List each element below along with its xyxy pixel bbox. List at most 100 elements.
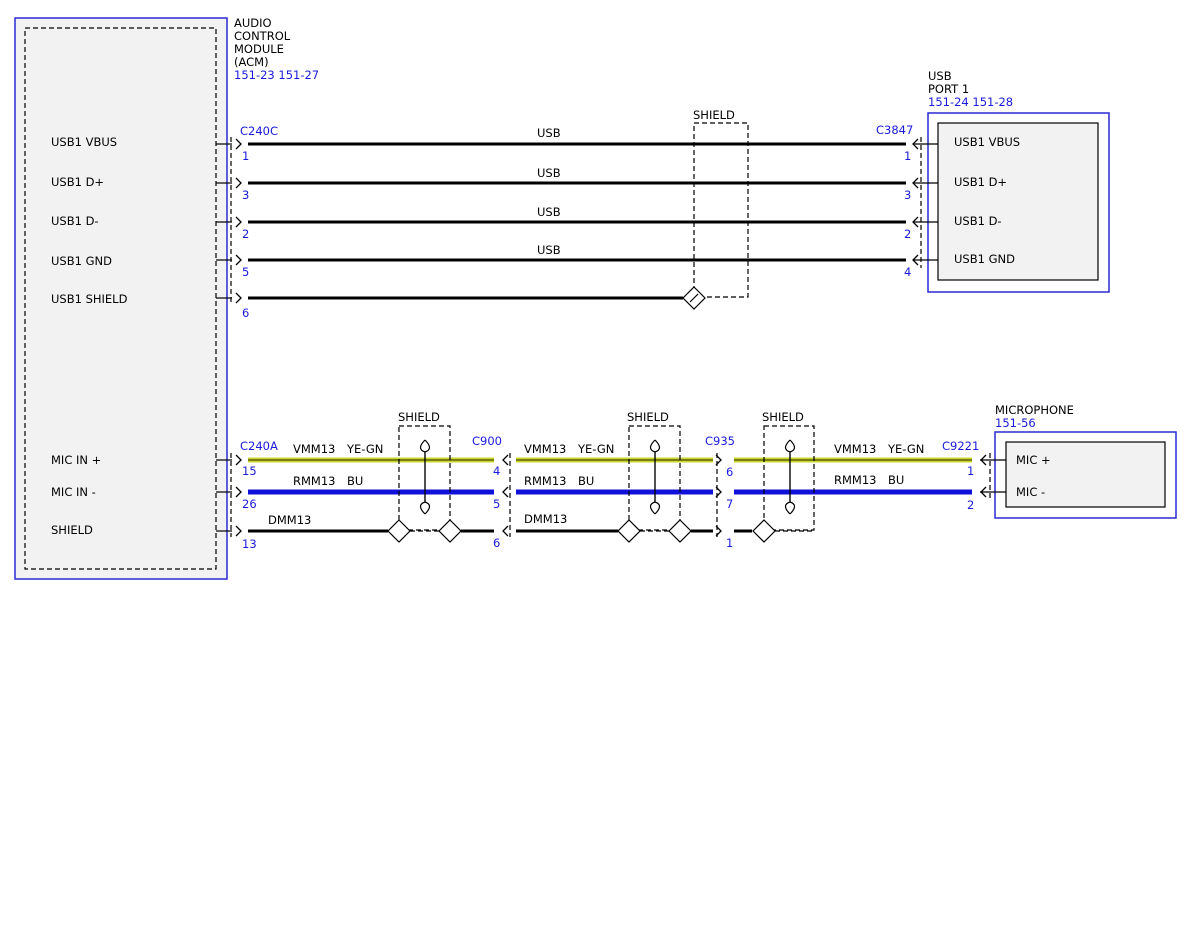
c935-pin-1: 1 (726, 536, 733, 550)
c240a-pin-26: 26 (242, 497, 257, 511)
c935-pin-6: 6 (726, 465, 733, 479)
c3847-pin-2: 2 (904, 227, 911, 241)
mic-shield-1-twist-b (419, 439, 431, 515)
c240c-pin-6: 6 (242, 306, 249, 320)
usb-port-name-line-1: USB (928, 69, 952, 83)
mic-shield-2-twist-b (649, 439, 661, 515)
microphone-refs: 151-56 (995, 416, 1036, 430)
mic-shield-1-drain-left (387, 519, 411, 543)
acm-pin-shield: SHIELD (51, 523, 93, 537)
microphone-module: MICROPHONE 151-56 MIC + MIC - (994, 403, 1177, 519)
c935-pin-1-terminal (715, 525, 722, 537)
c900-pin-5-terminal (502, 486, 509, 498)
mic-shield-3-label: SHIELD (762, 410, 804, 424)
seg1-rmm13-color: BU (347, 474, 363, 488)
mic-shield-1-label: SHIELD (398, 410, 440, 424)
usb-shield-drain-mark (689, 293, 699, 303)
c9221-pin-1: 1 (967, 464, 974, 478)
c240a-pin-13: 13 (242, 537, 257, 551)
c240a-pin-15: 15 (242, 464, 257, 478)
usb-shield-label: SHIELD (693, 108, 735, 122)
mic-shield-3-drain (752, 519, 776, 543)
c240c-pin-3-terminal (235, 177, 242, 189)
c9221-pin-2: 2 (967, 498, 974, 512)
acm-pin-usb1-dplus: USB1 D+ (51, 175, 104, 189)
usb-port-name-line-2: PORT 1 (928, 82, 969, 96)
usb-wire-label-2: USB (537, 166, 561, 180)
c900-pin-4: 4 (493, 464, 500, 478)
seg1-rmm13-circuit: RMM13 (293, 474, 335, 488)
c240c-pin-1: 1 (242, 149, 249, 163)
c935-pin-7-terminal (715, 486, 722, 498)
usb-shield-boundary (693, 122, 749, 298)
mic-shield-2-drain-left (617, 519, 641, 543)
mic-shield-2-drain-right (668, 519, 692, 543)
c900-pin-6-terminal (502, 525, 509, 537)
acm-module: AUDIO CONTROL MODULE (ACM) 151-23 151-27… (14, 16, 319, 580)
acm-inner-boundary (24, 27, 217, 570)
mic-shield-2-label: SHIELD (627, 410, 669, 424)
usb-port-pin-vbus: USB1 VBUS (954, 135, 1020, 149)
c240a-pin-26-terminal (235, 486, 242, 498)
mic-shield-2-boundary (628, 425, 681, 531)
acm-outline (14, 17, 228, 580)
usb-port-pin-dminus: USB1 D- (954, 214, 1002, 228)
usb-wire-label-3: USB (537, 205, 561, 219)
microphone-name: MICROPHONE (995, 403, 1074, 417)
acm-name-line-4: (ACM) (234, 55, 269, 69)
c240a-pin-15-terminal (235, 454, 242, 466)
seg1-dmm13-circuit: DMM13 (268, 513, 311, 527)
acm-pin-usb1-shield: USB1 SHIELD (51, 292, 128, 306)
c240c-pin-6-terminal (235, 292, 242, 304)
c935-label: C935 (705, 434, 735, 448)
c240c-label: C240C (240, 124, 278, 138)
microphone-pin-minus: MIC - (1016, 485, 1045, 499)
c900-pin-6: 6 (493, 536, 500, 550)
c900-pin-4-terminal (502, 454, 509, 466)
seg2-vmm13-color: YE-GN (577, 442, 614, 456)
c900-label: C900 (472, 434, 502, 448)
acm-pin-usb1-dminus: USB1 D- (51, 214, 99, 228)
mic-shield-1-drain-right (438, 519, 462, 543)
c240c-pin-2: 2 (242, 227, 249, 241)
c240c-pin-5-terminal (235, 254, 242, 266)
c240c-pin-5: 5 (242, 265, 249, 279)
usb-port-body (937, 122, 1099, 281)
c240a-pin-13-terminal (235, 525, 242, 537)
seg2-rmm13-color: BU (578, 474, 594, 488)
seg1-vmm13-circuit: VMM13 (293, 442, 335, 456)
acm-name-line-3: MODULE (234, 42, 284, 56)
seg3-vmm13-color: YE-GN (887, 442, 924, 456)
mic-shield-3-twist-b (784, 439, 796, 515)
seg2-rmm13-circuit: RMM13 (524, 474, 566, 488)
c3847-label: C3847 (876, 123, 913, 137)
usb-port-module: USB PORT 1 151-24 151-28 USB1 VBUS USB1 … (927, 69, 1110, 293)
c240c-pin-3: 3 (242, 188, 249, 202)
seg3-vmm13-circuit: VMM13 (834, 442, 876, 456)
c9221-label: C9221 (942, 439, 979, 453)
c3847-pin-3: 3 (904, 188, 911, 202)
usb-harness: C240C C3847 1 3 2 5 6 USB USB USB USB S (216, 108, 938, 320)
microphone-pin-plus: MIC + (1016, 453, 1051, 467)
mic-harness: C240A 15 26 13 VMM13 YE-GN RMM13 BU DMM1… (216, 410, 1006, 551)
seg2-vmm13-circuit: VMM13 (524, 442, 566, 456)
seg3-rmm13-circuit: RMM13 (834, 473, 876, 487)
c240c-pin-2-terminal (235, 216, 242, 228)
c240a-label: C240A (240, 439, 278, 453)
usb-port-refs: 151-24 151-28 (928, 95, 1013, 109)
c935-pin-6-terminal (715, 454, 722, 466)
mic-shield-3-boundary (763, 425, 815, 531)
usb-wire-label-1: USB (537, 126, 561, 140)
acm-name-line-2: CONTROL (234, 29, 291, 43)
c240c-pin-1-terminal (235, 138, 242, 150)
seg3-rmm13-color: BU (888, 473, 904, 487)
usb-port-pin-gnd: USB1 GND (954, 252, 1015, 266)
c3847-pin-1: 1 (904, 149, 911, 163)
c3847-pin-4: 4 (904, 265, 911, 279)
acm-refs: 151-23 151-27 (234, 68, 319, 82)
c935-pin-7: 7 (726, 497, 733, 511)
c900-pin-5: 5 (493, 497, 500, 511)
acm-pin-usb1-vbus: USB1 VBUS (51, 135, 117, 149)
seg2-dmm13-circuit: DMM13 (524, 512, 567, 526)
usb-wire-label-4: USB (537, 243, 561, 257)
